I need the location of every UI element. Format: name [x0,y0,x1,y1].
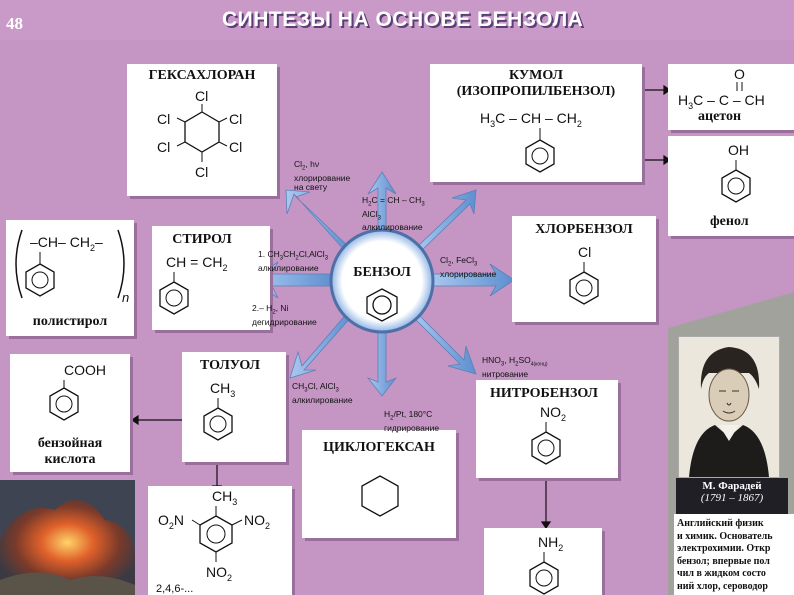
cumene-box: КУМОЛ (ИЗОПРОПИЛБЕНЗОЛ) H3C – CH – CH2 [430,64,642,182]
tnt-box: CH3 O2N NO2 NO2 2,4,6-... [148,486,292,595]
chlorobenzene-ring [569,262,599,305]
tnt-ring [191,506,243,562]
tnt-caption: 2,4,6-... [156,583,194,595]
nitrobenzene-label: НИТРОБЕНЗОЛ [490,386,598,401]
cl-atom: Cl [229,111,243,127]
chlorobenzene-cl: Cl [578,244,592,260]
cumene-label: КУМОЛ [509,68,563,83]
condition-styrene-step2: 2.– H2, Ni дегидрирование [252,303,317,327]
condition-fecl3: Cl2, FeCl3 хлорирование [440,255,497,279]
benzoic-acid-box: COOH бензойная кислота [10,354,130,472]
hexachlorane-label: ГЕКСАХЛОРАН [148,68,256,83]
aniline-ring [529,552,559,595]
acetone-box: O H3C – C – CH ацетон [668,64,794,130]
phenol-box: OH фенол [668,136,794,236]
nitrobenzene-box: НИТРОБЕНЗОЛ NO2 [476,380,618,478]
polystyrene-structure [15,229,125,299]
polystyrene-label: полистирол [32,314,108,329]
benzene-ring-center [366,288,398,322]
phenol-oh: OH [728,142,749,158]
cyclohexane-label: ЦИКЛОГЕКСАН [323,440,435,455]
condition-ch3cl: CH3Cl, AlCl3 алкилирование [292,381,353,405]
page-title: СИНТЕЗЫ НА ОСНОВЕ БЕНЗОЛА [222,8,584,31]
chlorobenzene-box: ХЛОРБЕНЗОЛ Cl [512,216,656,322]
bio-line: Английский физик [677,518,764,529]
explosion-image [0,480,135,595]
header-bar [0,0,794,40]
styrene-box: СТИРОЛ CH = CH2 [152,226,270,330]
acetone-formula: H3C – C – CH [678,92,765,111]
toluene-box: ТОЛУОЛ CH3 [182,352,286,462]
styrene-formula: CH = CH2 [166,254,228,273]
polystyrene-n: n [122,290,130,305]
cl-atom: Cl [157,139,171,155]
toluene-label: ТОЛУОЛ [200,358,260,373]
cl-atom: Cl [157,111,171,127]
cl-atom: Cl [229,139,243,155]
faraday-portrait [678,336,780,478]
bio-line: электрохимии. Откр [677,543,771,554]
cl-atom: Cl [195,88,209,104]
benzoic-acid-label: бензойная [37,436,103,451]
benzene-center-circle [329,228,435,334]
page-number: 48 [6,14,23,33]
tnt-no2-right: NO2 [244,512,271,531]
phenol-ring [721,160,751,203]
toluene-ring [203,398,233,441]
cyclohexane-box: ЦИКЛОГЕКСАН [302,430,456,538]
acetone-label: ацетон [698,109,742,124]
hexachlorane-structure [176,104,228,162]
acetone-double-bond [736,82,743,91]
cumene-formula: H3C – CH – CH2 [480,110,582,129]
phenol-label: фенол [710,214,749,229]
aniline-box: NH2 [484,528,602,595]
styrene-ring [159,272,189,315]
cumene-sublabel: (ИЗОПРОПИЛБЕНЗОЛ) [456,84,616,99]
acetone-o: O [734,66,745,82]
benzene-center-label: БЕНЗОЛ [353,265,411,280]
cyclohexane-ring [361,475,399,517]
condition-nitration: HNO3, H2SO4(конц) нитрование [482,355,548,379]
toluene-ch3: CH3 [210,380,236,399]
portrait-image [679,337,779,477]
benzoic-acid-ring [49,380,79,421]
bio-line: ний хлор, сероводор [677,580,768,592]
condition-styrene-step1: 1. CH3CH2Cl,AlCl3 алкилирование [258,249,329,273]
bio-line: и химик. Основатель [677,530,773,542]
nitrobenzene-no2: NO2 [540,404,567,423]
portrait-name: М. Фарадей [702,480,762,492]
cl-atom: Cl [195,164,209,180]
polystyrene-chain: –CH– CH2– [30,234,103,253]
tnt-ch3: CH3 [212,488,238,507]
chlorobenzene-label: ХЛОРБЕНЗОЛ [535,222,633,237]
portrait-caption: М. Фарадей (1791 – 1867) [676,478,788,514]
portrait-years: (1791 – 1867) [700,492,764,504]
benzoic-acid-label-2: кислота [44,452,96,467]
bio-line: бензол; впервые пол [677,555,770,567]
bio-line: чил в жидком состо [677,568,766,579]
portrait-bio: Английский физик и химик. Основатель эле… [674,514,794,595]
condition-hydrogenation: H2/Pt, 180°C гидрирование [384,409,440,433]
nitrobenzene-ring [531,422,561,465]
aniline-nh2: NH2 [538,534,564,553]
tnt-no2-bottom: NO2 [206,564,233,583]
tnt-o2n: O2N [158,512,185,531]
condition-propylene: H2C = CH – CH3 AlCl3 алкилирование [362,195,425,233]
polystyrene-box: –CH– CH2– n полистирол [6,220,134,336]
benzoic-acid-cooh: COOH [64,362,106,378]
styrene-label: СТИРОЛ [172,232,232,247]
hexachlorane-box: ГЕКСАХЛОРАН Cl Cl Cl Cl Cl Cl [127,64,277,196]
cumene-ring [525,128,555,173]
